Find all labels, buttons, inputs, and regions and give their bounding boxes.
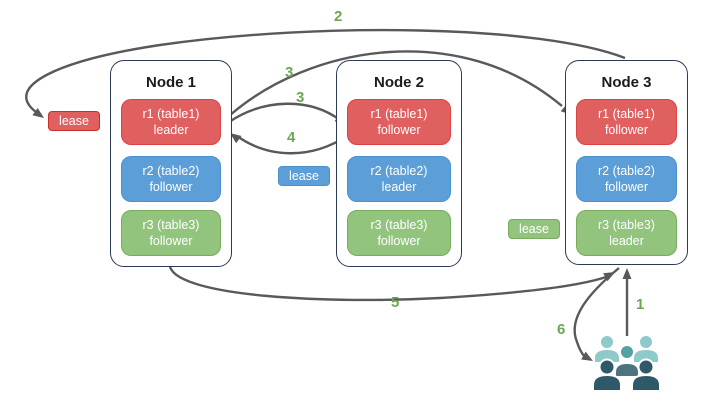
- replica-name: r3 (table3): [370, 217, 428, 232]
- arrowhead: [230, 133, 242, 144]
- arrow-step-3-to-node2: [228, 102, 341, 123]
- user-person-center: [614, 344, 640, 378]
- step-label-3-upper: 3: [285, 64, 294, 81]
- replica-r3-node3: r3 (table3) leader: [576, 210, 677, 256]
- replica-r1-node2: r1 (table1) follower: [347, 99, 451, 145]
- replica-role: leader: [153, 123, 189, 137]
- users-icon: [592, 334, 661, 392]
- node-2: Node 2 r1 (table1) follower r2 (table2) …: [336, 60, 462, 267]
- user-person-light-left: [593, 334, 621, 364]
- arrowhead: [622, 268, 632, 279]
- replica-name: r3 (table3): [598, 217, 655, 232]
- lease-chip-blue: lease: [278, 166, 330, 186]
- arrowhead: [32, 108, 44, 118]
- arrow-step-4: [236, 134, 348, 155]
- arrow-step-5: [168, 266, 607, 302]
- arrow-step-6: [573, 267, 620, 358]
- node-3: Node 3 r1 (table1) follower r2 (table2) …: [565, 60, 688, 265]
- replica-role: follower: [149, 234, 193, 248]
- replica-role: follower: [149, 180, 193, 194]
- replica-role: follower: [377, 123, 421, 137]
- replica-r2-node3: r2 (table2) follower: [576, 156, 677, 202]
- replica-name: r2 (table2): [142, 163, 200, 178]
- replica-role: follower: [604, 123, 649, 137]
- lease-chip-red: lease: [48, 111, 100, 131]
- step-label-4: 4: [287, 129, 296, 146]
- replica-r1-node1: r1 (table1) leader: [121, 99, 221, 145]
- replica-r2-node2: r2 (table2) leader: [347, 156, 451, 202]
- replica-name: r1 (table1): [370, 106, 428, 121]
- user-person-dark-left: [592, 358, 622, 392]
- arrow-step-2: [25, 28, 626, 113]
- arrow-step-3-to-node3: [228, 50, 563, 117]
- step-label-3-lower: 3: [296, 89, 305, 106]
- replica-role: follower: [377, 234, 421, 248]
- user-person-dark-right: [631, 358, 661, 392]
- node-1: Node 1 r1 (table1) leader r2 (table2) fo…: [110, 60, 232, 267]
- replica-r2-node1: r2 (table2) follower: [121, 156, 221, 202]
- replica-role: leader: [381, 180, 417, 194]
- arrowhead: [581, 351, 593, 361]
- step-label-2: 2: [334, 8, 343, 25]
- arrow-lines: [25, 28, 629, 358]
- replica-name: r2 (table2): [370, 163, 428, 178]
- replica-name: r1 (table1): [142, 106, 200, 121]
- replica-r1-node3: r1 (table1) follower: [576, 99, 677, 145]
- replica-name: r3 (table3): [142, 217, 200, 232]
- replica-role: leader: [609, 234, 644, 248]
- replica-name: r1 (table1): [598, 106, 655, 121]
- replica-role: follower: [604, 180, 649, 194]
- lease-chip-green: lease: [508, 219, 560, 239]
- replica-name: r2 (table2): [598, 163, 655, 178]
- replica-r3-node2: r3 (table3) follower: [347, 210, 451, 256]
- arrowhead: [603, 272, 615, 282]
- step-label-6: 6: [557, 321, 566, 338]
- step-label-5: 5: [391, 294, 400, 311]
- node-1-title: Node 1: [145, 74, 196, 91]
- step-label-1: 1: [636, 296, 645, 313]
- replica-r3-node1: r3 (table3) follower: [121, 210, 221, 256]
- node-2-title: Node 2: [373, 74, 424, 91]
- node-3-title: Node 3: [601, 74, 652, 91]
